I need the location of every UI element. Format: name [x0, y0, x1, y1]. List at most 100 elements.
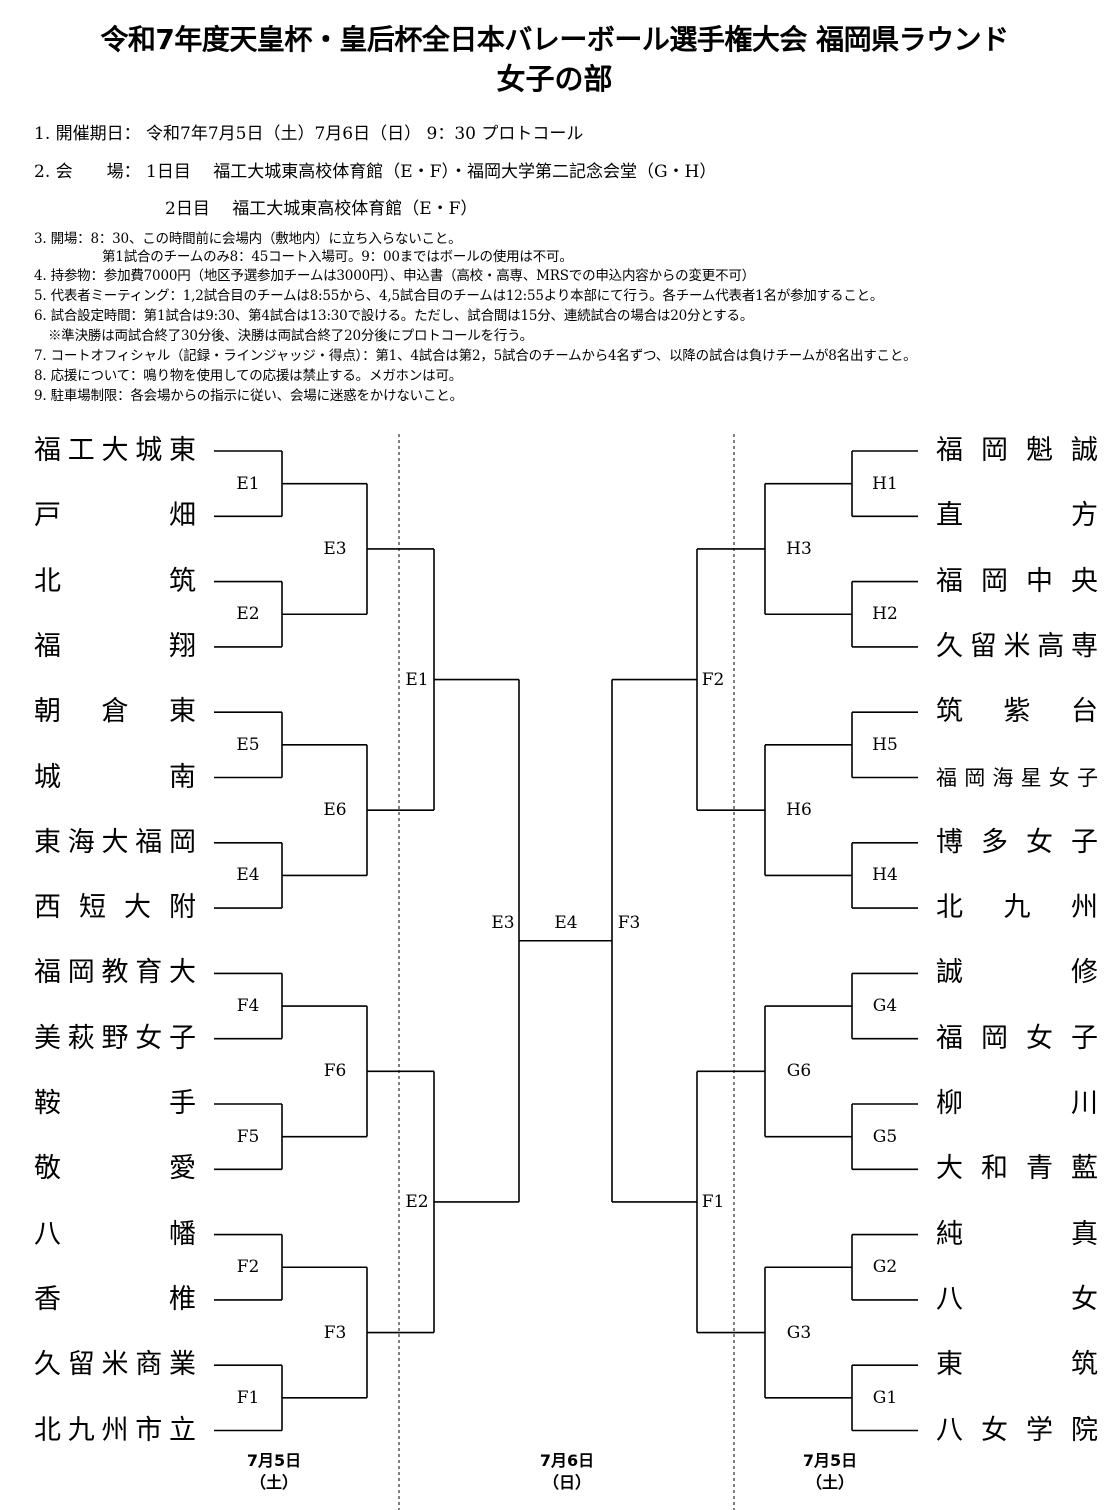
team-name-char: 倉	[101, 696, 129, 728]
team-right: 純真	[936, 1218, 1098, 1252]
team-name-char: 修	[1071, 957, 1098, 989]
team-right: 福岡魁誠	[936, 434, 1098, 468]
team-name-char: 福	[936, 435, 963, 466]
match-label-r2-right: H6	[786, 800, 812, 821]
team-name-char: 子	[169, 1022, 196, 1054]
team-name-char: 東	[34, 826, 61, 858]
team-name-char: 福	[936, 765, 957, 790]
team-name-char: 戸	[34, 500, 61, 532]
team-name-char: 藍	[1071, 1153, 1098, 1185]
team-name-char: 南	[169, 761, 196, 793]
team-name-char: 短	[79, 892, 106, 924]
match-label-r1-left: F5	[236, 1126, 260, 1147]
team-name-char: 川	[1071, 1088, 1098, 1119]
date-right-day: （土）	[805, 1473, 854, 1492]
team-name-char: 女	[135, 1022, 163, 1054]
team-name-char: 北	[34, 565, 61, 597]
team-name-char: 直	[936, 500, 963, 532]
match-label-r2-right: G3	[786, 1322, 812, 1343]
team-left: 戸畑	[34, 499, 196, 533]
match-label-semi-left: E3	[491, 912, 515, 933]
team-name-char: 立	[169, 1414, 196, 1446]
team-right: 柳川	[936, 1087, 1098, 1121]
team-name-char: 台	[1071, 696, 1098, 728]
team-left: 敬愛	[34, 1152, 196, 1186]
team-name-char: 商	[135, 1349, 163, 1381]
team-name-char: 女	[1026, 826, 1053, 858]
team-name-char: 央	[1071, 565, 1098, 597]
team-name-char: 星	[1020, 765, 1042, 790]
note-8: 8. 応援について：鳴り物を使用しての応援は禁止する。メガホンは可。	[34, 368, 463, 384]
team-name-char: 北	[34, 1414, 61, 1446]
team-name-char: 工	[67, 435, 95, 466]
team-name-char: 敬	[34, 1153, 61, 1185]
note-6: 6. 試合設定時間：第1試合は9:30、第4試合は13:30で設ける。ただし、試…	[34, 308, 754, 324]
page-subtitle: 女子の部	[496, 62, 613, 96]
team-left: 香椎	[34, 1283, 196, 1317]
team-name-char: 朝	[34, 696, 61, 728]
team-name-char: 北	[936, 892, 963, 924]
team-right: 福岡女子	[936, 1022, 1098, 1056]
team-left: 鞍手	[34, 1087, 196, 1121]
date-left-date: 7月5日	[246, 1451, 302, 1470]
team-name-char: 大	[101, 435, 129, 466]
team-left: 城南	[34, 761, 196, 795]
team-name-char: 女	[1026, 1022, 1053, 1054]
match-label-r3-right: F1	[701, 1191, 725, 1212]
note-5: 5. 代表者ミーティング：1,2試合目のチームは8:55から、4,5試合目のチー…	[34, 288, 884, 304]
team-name-char: 萩	[67, 1022, 95, 1054]
info-venue-day2: 2日目 福工大城東高校体育館（E・F）	[165, 199, 478, 219]
match-label-r3-right: F2	[701, 669, 725, 690]
team-name-char: 岡	[964, 765, 986, 790]
team-name-char: 院	[1071, 1414, 1098, 1446]
note-7: 7. コートオフィシャル（記録・ラインジャッジ・得点）：第1、4試合は第2，5試…	[34, 348, 917, 364]
team-left: 福翔	[34, 630, 196, 664]
match-label-r1-left: F1	[236, 1387, 260, 1408]
match-label-r1-right: G2	[872, 1257, 898, 1278]
team-name-char: 市	[135, 1414, 163, 1446]
team-name-char: 畑	[169, 500, 196, 532]
team-name-char: 中	[1026, 565, 1053, 597]
team-right: 北九州	[936, 891, 1098, 925]
match-label-r2-right: H3	[786, 538, 812, 559]
match-label-r1-right: H1	[872, 473, 898, 494]
match-label-r1-right: H5	[872, 734, 898, 755]
team-name-char: 野	[101, 1022, 129, 1054]
team-name-char: 和	[981, 1153, 1008, 1185]
match-label-r2-left: E6	[323, 800, 347, 821]
team-left: 東海大福岡	[34, 826, 196, 860]
team-name-char: 海	[992, 765, 1014, 790]
date-center: 7月6日 （日）	[527, 1450, 607, 1494]
team-name-char: 米	[101, 1349, 129, 1381]
team-name-char: 州	[1071, 892, 1098, 924]
team-name-char: 筑	[169, 565, 196, 597]
team-name-char: 久	[936, 630, 963, 662]
team-name-char: 純	[936, 1218, 963, 1250]
team-name-char: 高	[1037, 630, 1065, 662]
team-name-char: 誠	[936, 957, 963, 989]
team-name-char: 久	[34, 1349, 61, 1381]
info-venue: 2. 会 場： 1日目 福工大城東高校体育館（E・F）・福岡大学第二記念会堂（G…	[34, 162, 717, 182]
team-name-char: 子	[1071, 826, 1098, 858]
match-label-r1-right: H4	[872, 865, 898, 886]
match-label-r1-left: E1	[236, 473, 260, 494]
team-name-char: 愛	[169, 1153, 196, 1185]
team-right: 八女学院	[936, 1414, 1098, 1448]
team-name-char: 海	[67, 826, 95, 858]
note-4: 4. 持参物：参加費7000円（地区予選参加チームは3000円）、申込書（高校・…	[34, 268, 755, 284]
team-name-char: 福	[135, 826, 163, 858]
page-title: 令和7年度天皇杯・皇后杯全日本バレーボール選手権大会 福岡県ラウンド	[100, 23, 1009, 56]
team-name-char: 紫	[1003, 696, 1031, 728]
team-name-char: 業	[169, 1349, 196, 1381]
match-label-r3-left: E2	[405, 1191, 429, 1212]
team-name-char: 大	[936, 1153, 963, 1185]
note-6b: ※準決勝は両試合終了30分後、決勝は両試合終了20分後にプロトコールを行う。	[48, 328, 533, 344]
team-name-char: 九	[67, 1414, 95, 1446]
team-left: 朝倉東	[34, 695, 196, 729]
team-name-char: 教	[101, 957, 129, 989]
team-left: 福工大城東	[34, 434, 196, 468]
match-label-r2-left: F3	[323, 1322, 347, 1343]
match-label-r1-left: E2	[236, 604, 260, 625]
team-right: 福岡海星女子	[936, 761, 1098, 795]
